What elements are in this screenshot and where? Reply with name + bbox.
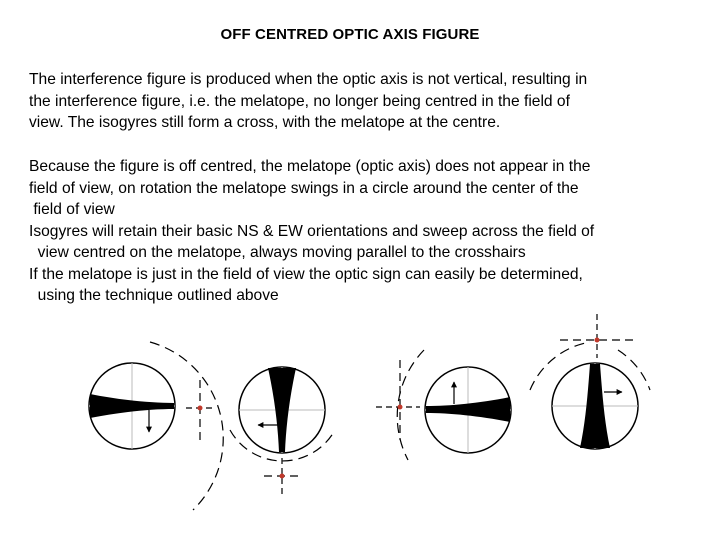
text-line: The interference figure is produced when… [29,71,588,88]
melatope-dot [279,473,285,479]
text-line: Because the figure is off centred, the m… [29,158,591,175]
intro-paragraph: The interference figure is produced when… [29,69,701,134]
figure-panel-4 [529,314,651,450]
isogyre [426,397,510,422]
melatope-dot [197,405,203,411]
text-line: using the technique outlined above [29,287,279,304]
text-line: If the melatope is just in the field of … [29,265,583,283]
melatope-dot [594,337,600,343]
text-line: the interference figure, i.e. the melato… [29,92,570,110]
figure-panel-2 [229,366,336,496]
interference-figure-diagram [88,314,651,511]
isogyre [90,394,174,418]
page-title: OFF CENTRED OPTIC AXIS FIGURE [220,26,480,43]
text-line: Isogyres will retain their basic NS & EW… [29,222,595,240]
isogyre [580,364,610,448]
text-line: field of view [29,201,115,218]
melatope-path-arc-right [617,349,651,391]
melatope-path-arc [229,429,336,462]
figure-panel-3 [376,349,512,461]
details-paragraph: Because the figure is off centred, the m… [29,156,701,307]
melatope-path-arc [529,341,591,391]
text-line: view. The isogyres still form a cross, w… [29,114,501,131]
text-line: field of view, on rotation the melatope … [29,179,579,197]
melatope-path-arc [149,341,224,511]
melatope-path-arc [396,349,425,461]
text-line: view centred on the melatope, always mov… [29,244,526,261]
isogyre [268,368,296,452]
figure-panel-1 [88,341,224,511]
melatope-dot [397,404,403,410]
